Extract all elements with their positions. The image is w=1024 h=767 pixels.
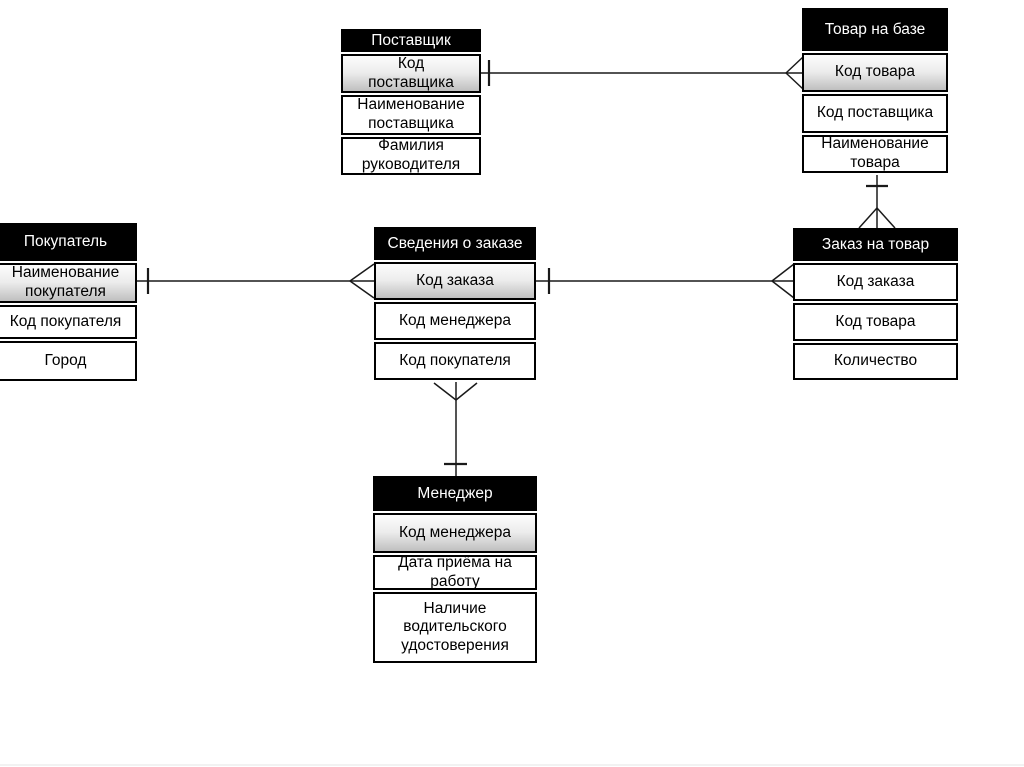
relationship-supplier-to-product-crowfoot-prong (785, 72, 804, 90)
entity-field: Фамилия руководителя (341, 137, 481, 175)
entity-key-field: Наименование покупателя (0, 263, 137, 303)
relationship-product-to-order-product-crowfoot-prong (858, 207, 878, 229)
relationship-manager-to-order-info-crowfoot-prong (455, 382, 478, 401)
entity-field: Город (0, 341, 137, 381)
relationship-buyer-to-order-info-crowfoot-prong (349, 280, 375, 299)
relationship-buyer-to-order-info-crowfoot-prong (349, 263, 375, 282)
relationship-order-info-to-order-product-crowfoot-prong (771, 280, 795, 299)
relationship-supplier-to-product-crowfoot-prong (785, 56, 804, 74)
entity-field: Дата приёма на работу (373, 554, 537, 590)
entity-title-buyer: Покупатель (0, 223, 137, 261)
entity-key-field: Код заказа (374, 262, 536, 300)
entity-field: Код поставщика (802, 94, 948, 133)
entity-title-order-info: Сведения о заказе (374, 227, 536, 260)
entity-field: Наименование поставщика (341, 95, 481, 135)
slide-bottom-edge (0, 764, 1024, 766)
entity-title-manager: Менеджер (373, 476, 537, 511)
entity-field: Код покупателя (0, 305, 137, 339)
entity-field: Наименование товара (802, 135, 948, 173)
entity-key-field: Код менеджера (373, 513, 537, 553)
entity-field: Наличие водительского удостоверения (373, 592, 537, 663)
entity-field: Код товара (793, 303, 958, 341)
entity-title-order-for-product: Заказ на товар (793, 228, 958, 261)
entity-title-product-on-base: Товар на базе (802, 8, 948, 51)
relationship-order-info-to-order-product-crowfoot-prong (771, 263, 795, 282)
entity-title-supplier: Поставщик (341, 29, 481, 52)
entity-field: Код менеджера (374, 302, 536, 340)
entity-field: Код покупателя (374, 342, 536, 380)
relationship-product-to-order-product-crowfoot-prong (876, 207, 896, 229)
entity-field: Количество (793, 343, 958, 380)
entity-key-field: Код товара (802, 53, 948, 92)
relationship-manager-to-order-info-crowfoot-prong (433, 382, 457, 401)
entity-key-field: Код поставщика (341, 54, 481, 93)
entity-field: Код заказа (793, 263, 958, 301)
